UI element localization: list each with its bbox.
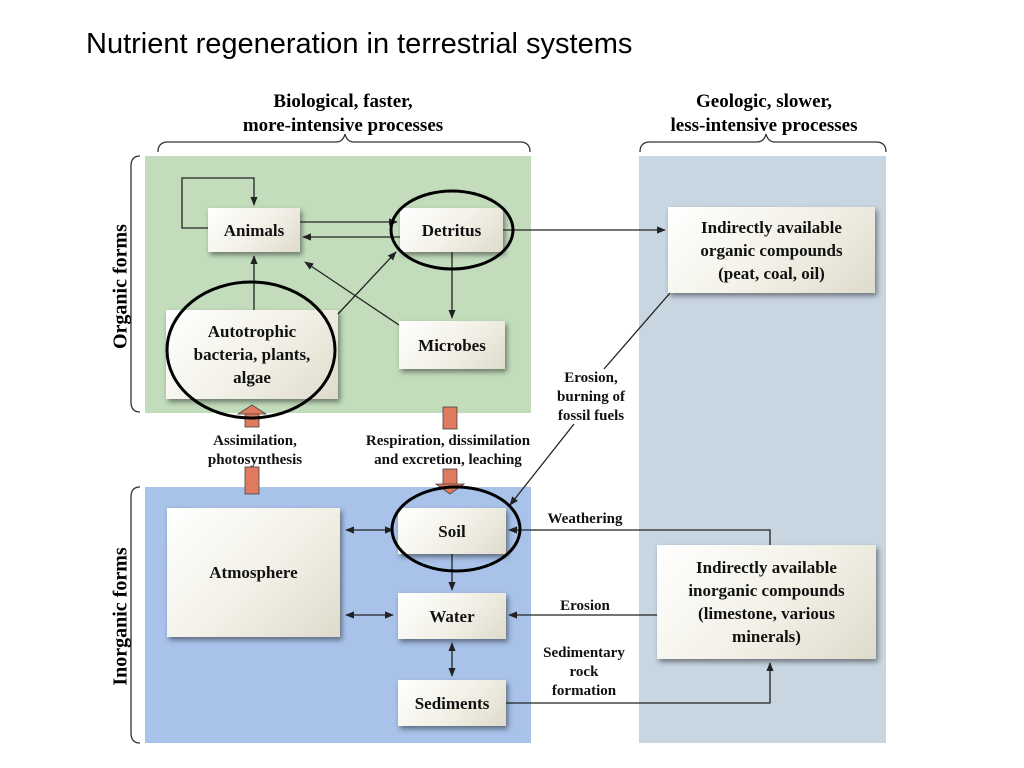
- inorganic-compounds-box: Indirectly available inorganic compounds…: [657, 545, 876, 659]
- water-box: Water: [398, 593, 506, 639]
- erosion-burning-line3: fossil fuels: [557, 408, 625, 424]
- microbes-to-animals-arrow: [304, 261, 400, 326]
- respiration-line1: Respiration, dissimilation: [365, 433, 531, 449]
- autotrophic-line3: algae: [233, 368, 271, 387]
- geologic-header-line2: less-intensive processes: [670, 115, 858, 136]
- biological-header: Biological, faster, more-intensive proce…: [168, 90, 518, 138]
- inorganic-compounds-line4: minerals): [732, 627, 801, 646]
- slide-title: Nutrient regeneration in terrestrial sys…: [86, 28, 633, 60]
- organic-compounds-box: Indirectly available organic compounds (…: [668, 207, 875, 293]
- atmosphere-box: Atmosphere: [167, 508, 340, 637]
- assimilation-flux-arrow: [236, 404, 268, 495]
- organic-compounds-to-soil-arrow: [509, 423, 575, 506]
- autotrophic-to-detritus-arrow: [337, 251, 397, 315]
- sedimentary-line1: Sedimentary: [543, 645, 625, 661]
- autotrophic-line1: Autotrophic: [207, 322, 297, 341]
- animals-label: Animals: [223, 220, 285, 240]
- detritus-highlight-ellipse: [389, 189, 515, 271]
- inorganic-compounds-line2: inorganic compounds: [688, 581, 845, 600]
- soil-label: Soil: [438, 521, 466, 541]
- sediments-label: Sediments: [414, 693, 490, 713]
- weathering-label: Weathering: [547, 511, 623, 527]
- autotrophic-highlight-ellipse: [165, 280, 337, 420]
- weathering-arrow: [508, 526, 771, 545]
- respiration-line2: and excretion, leaching: [374, 452, 522, 468]
- sedimentary-line2: rock: [569, 664, 599, 680]
- soil-highlight-ellipse: [390, 485, 522, 573]
- geologic-brace: [639, 133, 887, 153]
- detritus-box: Detritus: [400, 208, 503, 252]
- erosion-burning-line1: Erosion,: [564, 370, 618, 386]
- autotrophic-line2: bacteria, plants,: [193, 345, 311, 364]
- biological-brace: [157, 133, 531, 153]
- detritus-label: Detritus: [421, 220, 482, 240]
- organic-compounds-to-soil-upper-line: [603, 292, 671, 370]
- biological-header-line1: Biological, faster,: [273, 91, 413, 112]
- assimilation-line2: photosynthesis: [207, 452, 303, 468]
- inorganic-bracket: [130, 486, 141, 744]
- microbes-label: Microbes: [418, 335, 486, 355]
- respiration-flux-arrow: [434, 406, 466, 495]
- sedimentary-arrow: [506, 662, 774, 704]
- microbes-box: Microbes: [399, 321, 505, 369]
- assimilation-line1: Assimilation,: [213, 433, 297, 449]
- respiration-label: Respiration, dissimilation and excretion…: [340, 432, 556, 470]
- water-label: Water: [429, 606, 475, 626]
- animals-box: Animals: [208, 208, 300, 252]
- inorganic-compounds-line3: (limestone, various: [698, 604, 835, 623]
- assimilation-label: Assimilation, photosynthesis: [180, 432, 330, 470]
- erosion-burning-line2: burning of: [557, 389, 625, 405]
- sedimentary-line3: formation: [551, 683, 617, 699]
- organic-bracket: [130, 155, 141, 413]
- biological-header-line2: more-intensive processes: [242, 115, 444, 136]
- autotrophic-box: Autotrophic bacteria, plants, algae: [166, 310, 338, 399]
- sedimentary-label: Sedimentary rock formation: [528, 644, 640, 701]
- erosion-burning-label: Erosion, burning of fossil fuels: [545, 369, 637, 426]
- erosion-label: Erosion: [560, 598, 610, 614]
- organic-compounds-line3: (peat, coal, oil): [718, 263, 825, 283]
- geologic-header-line1: Geologic, slower,: [696, 91, 832, 112]
- sediments-box: Sediments: [398, 680, 506, 726]
- soil-box: Soil: [398, 508, 506, 554]
- organic-compounds-line2: organic compounds: [700, 240, 843, 260]
- atmosphere-label: Atmosphere: [209, 563, 298, 582]
- inorganic-compounds-line1: Indirectly available: [696, 558, 837, 577]
- geologic-header: Geologic, slower, less-intensive process…: [630, 90, 898, 138]
- organic-compounds-line1: Indirectly available: [701, 217, 842, 237]
- animals-self-loop: [181, 177, 258, 229]
